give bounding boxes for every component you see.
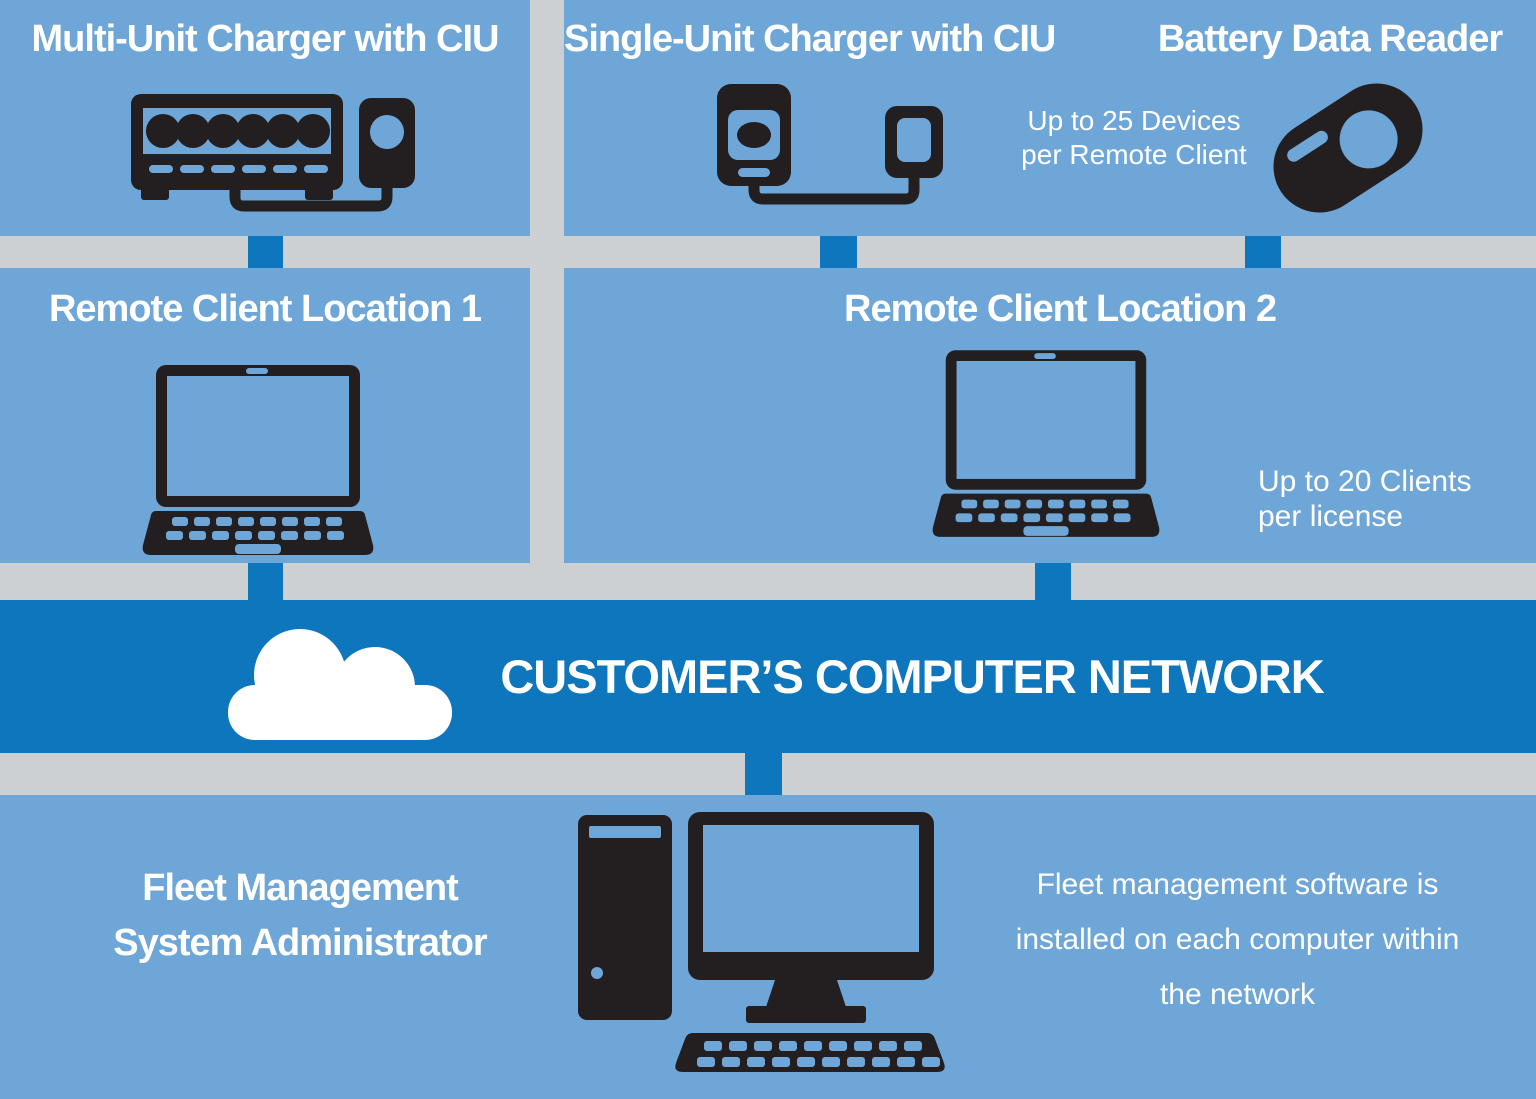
network-connector [820,236,857,268]
network-connector [248,236,283,268]
remote-client-1-title: Remote Client Location 1 [48,288,482,330]
note-line: Fleet management software is [1036,868,1439,901]
network-connector [248,563,283,600]
panel-remote-client-1: Remote Client Location 1 [0,268,530,563]
title-line: Fleet Management [142,867,459,909]
software-installed-note: Fleet management software is installed o… [1010,857,1465,1022]
title-line: System Administrator [113,922,487,964]
multi-unit-charger-title: Multi-Unit Charger with CIU [31,18,500,60]
single-unit-charger-icon [717,84,943,205]
remote-client-2-title: Remote Client Location 2 [844,288,1277,330]
cloud-icon [228,629,452,740]
network-connector [1245,236,1281,268]
note-line: Up to 25 Devices [1027,105,1241,136]
battery-data-reader-icon [1273,83,1423,213]
panel-fleet-admin: Fleet Management System Administrator [0,795,1536,1099]
panel-remote-client-2: Remote Client Location 2 Up to 20 Client… [564,268,1536,563]
single-unit-charger-title: Single-Unit Charger with CIU [564,18,1056,60]
panel-single-unit-and-reader: Single-Unit Charger with CIU Battery Dat… [564,0,1536,236]
note-line: per license [1258,500,1404,533]
laptop-icon [932,350,1160,537]
customer-network-title: CUSTOMER’S COMPUTER NETWORK [500,650,1324,703]
battery-data-reader-title: Battery Data Reader [1157,18,1503,60]
note-line: installed on each computer within [1015,923,1460,956]
note-line: per Remote Client [1021,139,1247,170]
multi-unit-charger-icon [131,94,415,212]
clients-per-license-note: Up to 20 Clients per license [1258,464,1536,534]
laptop-icon [142,365,374,555]
customer-network-band: CUSTOMER’S COMPUTER NETWORK [0,600,1536,753]
note-line: Up to 20 Clients [1258,465,1472,498]
devices-per-client-note: Up to 25 Devices per Remote Client [984,104,1284,172]
fleet-admin-title: Fleet Management System Administrator [75,861,525,971]
network-connector [1035,563,1071,600]
network-connector [745,753,782,795]
panel-multi-unit-charger: Multi-Unit Charger with CIU [0,0,530,236]
desktop-computer-icon [578,812,945,1072]
note-line: the network [1159,978,1316,1011]
